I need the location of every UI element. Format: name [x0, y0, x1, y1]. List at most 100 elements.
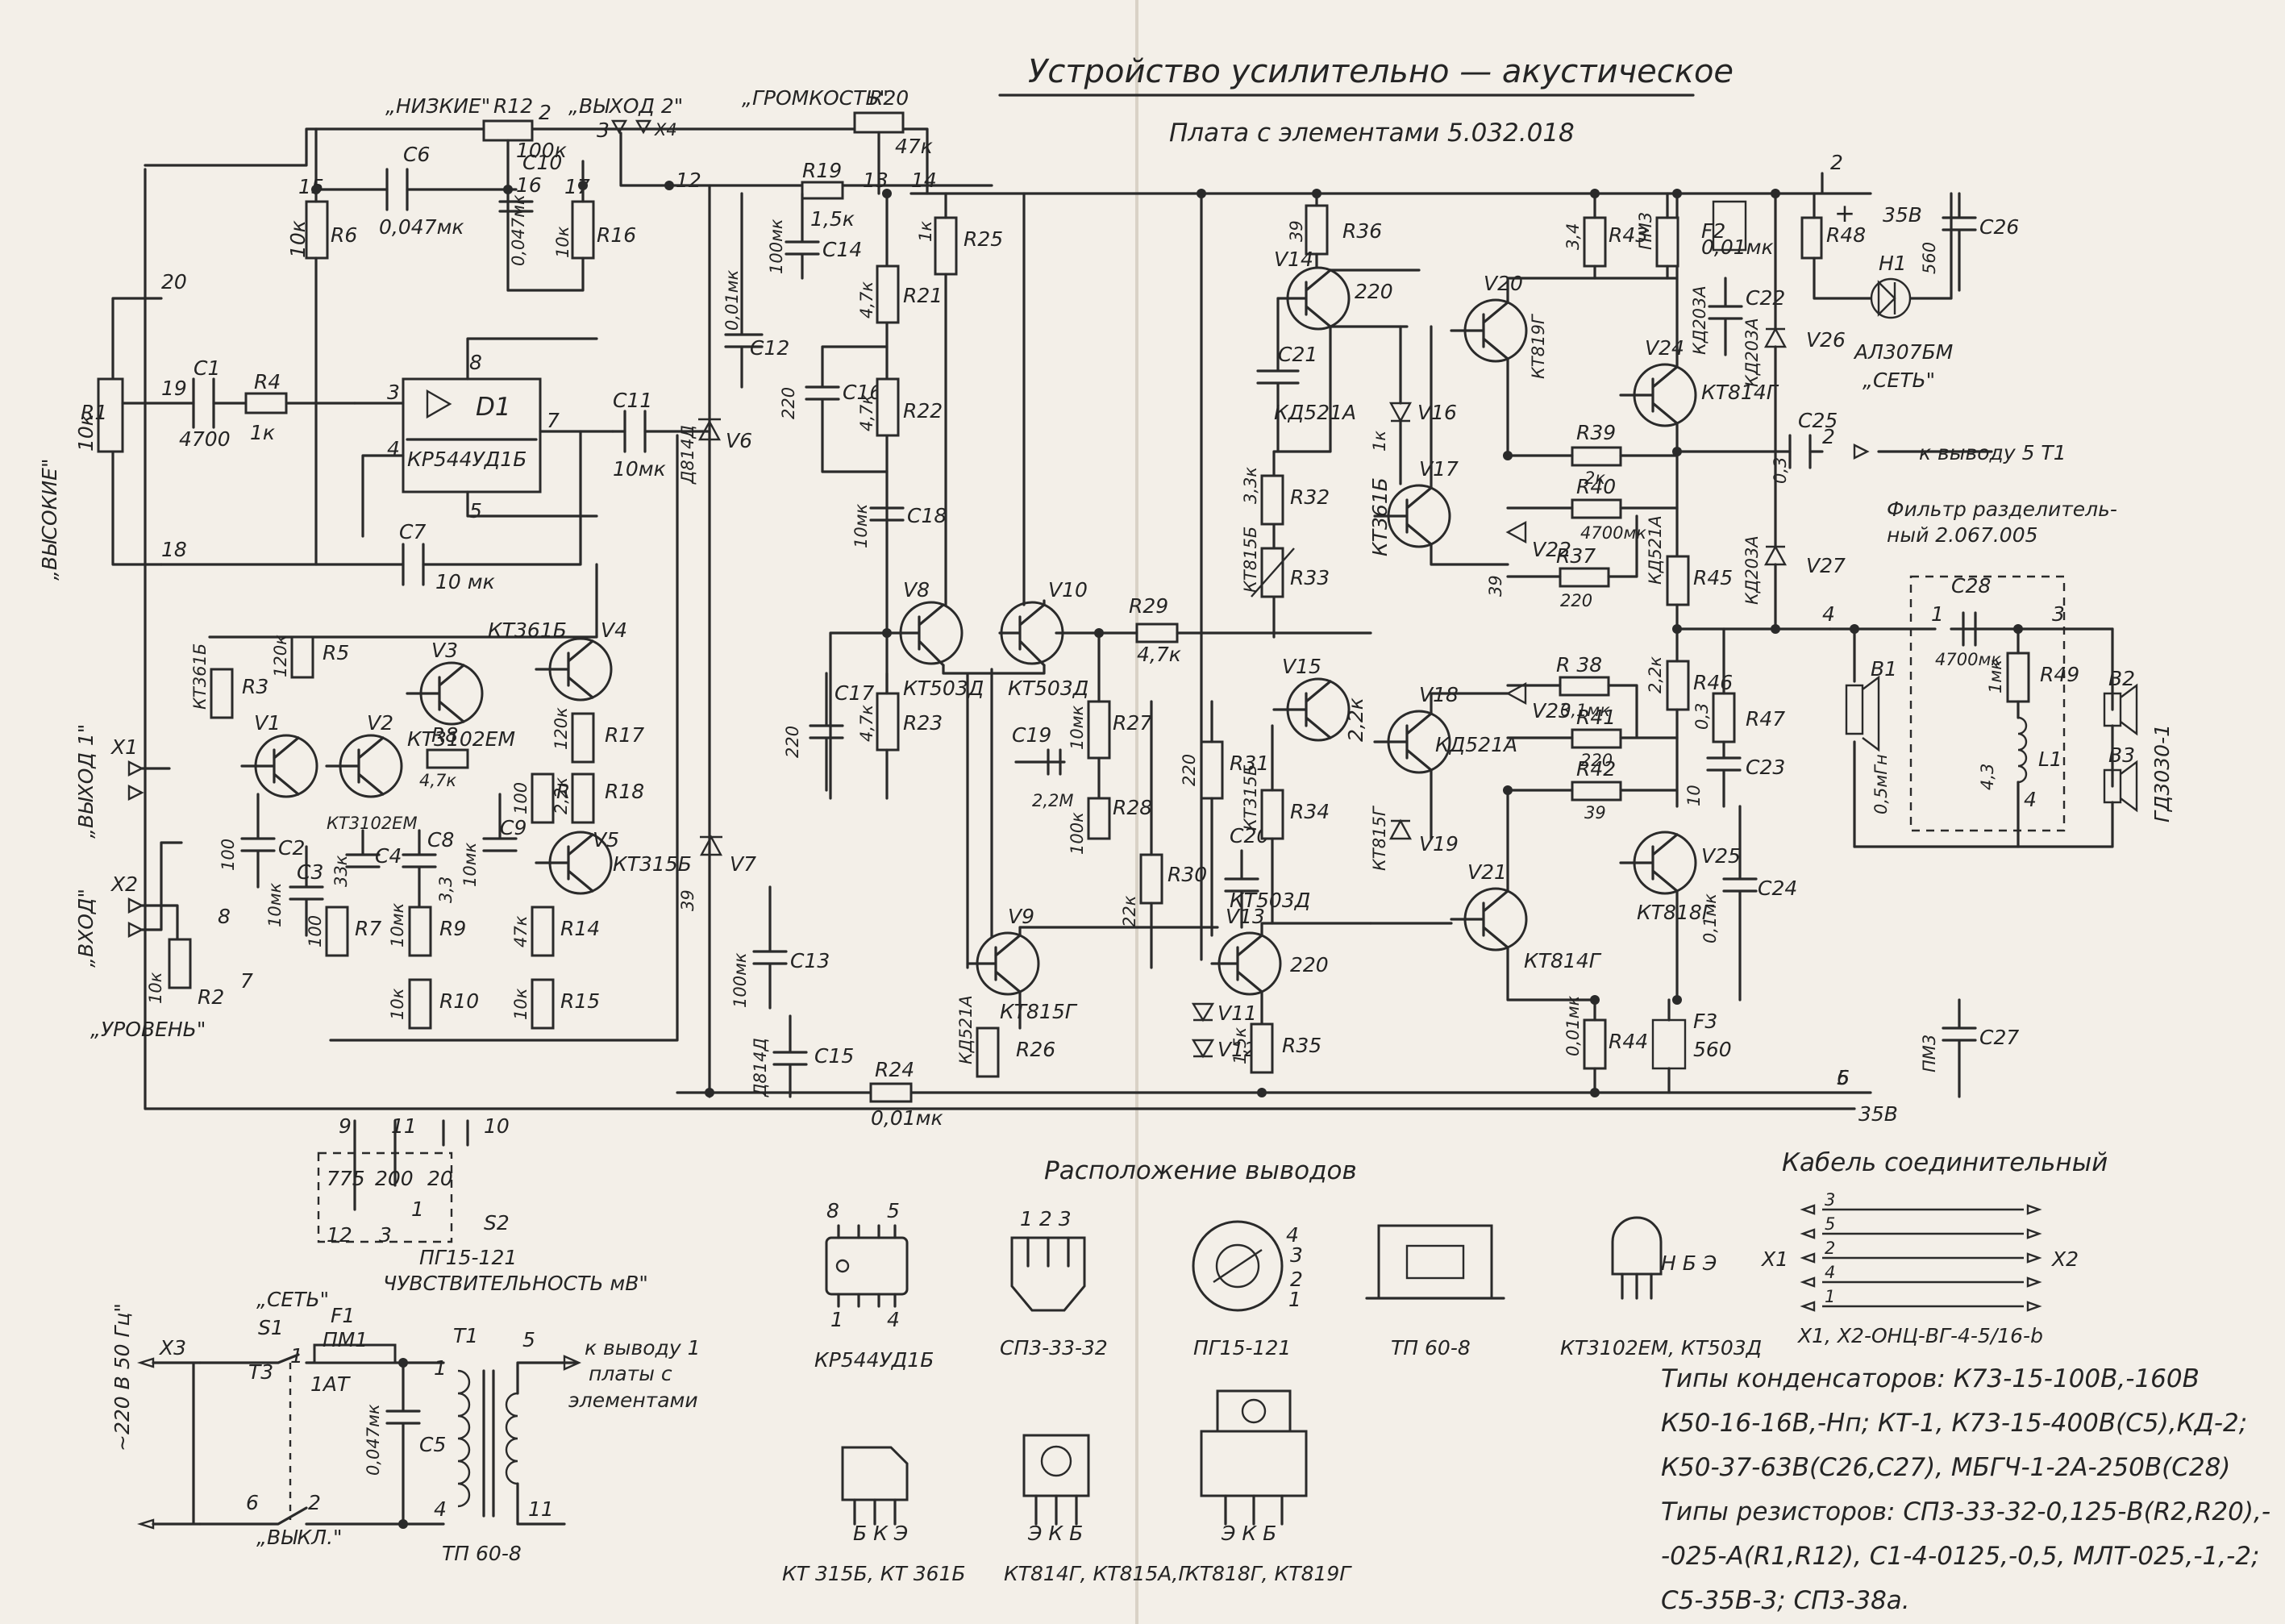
r32-resistor — [1260, 474, 1284, 526]
svg-text:H1: H1 — [1879, 252, 1907, 275]
svg-text:КТ815Б: КТ815Б — [1241, 527, 1260, 593]
r14-resistor — [531, 906, 555, 957]
svg-text:D1: D1 — [476, 393, 511, 422]
svg-text:6: 6 — [1837, 1066, 1850, 1089]
svg-text:C6: C6 — [403, 143, 430, 166]
svg-text:10мк: 10мк — [265, 882, 285, 927]
svg-text:V9: V9 — [1008, 905, 1034, 928]
svg-text:С5: С5 — [419, 1433, 446, 1456]
v17-v18: V17 КТ361Б V18 КД521А V19 КТ815Г — [1368, 325, 1517, 871]
svg-text:АЛ307БМ: АЛ307БМ — [1853, 340, 1953, 364]
svg-text:Э К Б: Э К Б — [1221, 1522, 1276, 1545]
svg-text:F2: F2 — [1701, 219, 1725, 243]
svg-text:V26: V26 — [1806, 328, 1846, 352]
svg-text:КТ814Г: КТ814Г — [1701, 381, 1779, 404]
svg-text:C3: C3 — [297, 860, 323, 884]
v10-transistor: V10 КТ503Д — [998, 578, 1088, 700]
svg-text:КТ818Г: КТ818Г — [1637, 901, 1715, 924]
svg-text:V23: V23 — [1532, 699, 1571, 722]
svg-text:1: 1 — [1931, 602, 1944, 626]
svg-text:C13: C13 — [790, 949, 830, 972]
pinout-kt3102: Н Б Э КТ3102ЕМ, КТ503Д — [1560, 1216, 1762, 1360]
svg-text:13: 13 — [863, 169, 889, 192]
svg-text:ПГ15-121: ПГ15-121 — [419, 1246, 517, 1269]
svg-text:4: 4 — [434, 1497, 447, 1521]
r16-resistor — [571, 200, 595, 260]
svg-text:1мк: 1мк — [1986, 660, 2005, 693]
r25-resistor — [934, 216, 958, 276]
svg-text:X3: X3 — [158, 1336, 186, 1360]
svg-text:КТ361Б: КТ361Б — [1368, 477, 1392, 556]
svg-text:L1: L1 — [2038, 747, 2062, 771]
svg-text:R36: R36 — [1342, 219, 1382, 243]
svg-text:7: 7 — [240, 969, 253, 993]
v9-transistor: V9 КТ815Г R26 КД521А — [956, 905, 1219, 1078]
svg-text:C9: C9 — [500, 816, 527, 839]
svg-text:КТ361Б: КТ361Б — [488, 618, 567, 642]
svg-text:КД203А: КД203А — [1742, 318, 1762, 387]
svg-text:R24: R24 — [875, 1058, 914, 1081]
svg-text:к выводу 1: к выводу 1 — [585, 1336, 700, 1360]
svg-text:3: 3 — [1825, 1190, 1835, 1210]
svg-text:R 38: R 38 — [1556, 653, 1602, 677]
r7-resistor — [325, 906, 349, 957]
svg-text:0,047мк: 0,047мк — [364, 1404, 383, 1476]
r43-resistor — [1583, 216, 1607, 268]
svg-text:C23: C23 — [1746, 756, 1785, 779]
svg-text:R48: R48 — [1826, 223, 1866, 247]
svg-text:R34: R34 — [1290, 800, 1330, 823]
svg-text:R42: R42 — [1576, 757, 1616, 781]
svg-text:20: 20 — [427, 1167, 453, 1190]
svg-text:10: 10 — [484, 1114, 510, 1138]
input-preamp: R3 КТ361Б R5 120к V1 V2 КТ3102ЕМ V3 КТ31… — [190, 434, 692, 1042]
svg-text:КТ503Д: КТ503Д — [1230, 889, 1310, 912]
svg-text:C17: C17 — [835, 681, 874, 705]
svg-text:КД521А: КД521А — [956, 995, 976, 1064]
svg-text:R44: R44 — [1609, 1030, 1648, 1053]
svg-text:КТ814Г: КТ814Г — [1524, 949, 1602, 972]
bias-network: R29 4,7к R27 10мк C19 2,2М R28 100к R30 … — [1012, 594, 1372, 969]
svg-text:3: 3 — [387, 381, 400, 404]
svg-text:Д814Д: Д814Д — [678, 425, 697, 485]
c11-v6: C11 10мк V6 Д814Д C12 0,01мк — [611, 184, 789, 1098]
svg-text:220: 220 — [783, 726, 802, 758]
svg-text:16: 16 — [516, 173, 542, 197]
svg-text:„СЕТЬ": „СЕТЬ" — [256, 1288, 329, 1311]
svg-text:1АТ: 1АТ — [310, 1372, 351, 1396]
svg-text:C11: C11 — [613, 389, 652, 412]
svg-text:0,3: 0,3 — [1692, 703, 1712, 730]
svg-text:2,2к: 2,2к — [1344, 697, 1367, 742]
svg-text:7: 7 — [547, 409, 560, 432]
svg-text:R46: R46 — [1693, 671, 1733, 694]
svg-text:ПМ3: ПМ3 — [1636, 212, 1655, 250]
svg-text:1к: 1к — [250, 421, 275, 444]
subtitle: Плата с элементами 5.032.018 — [1169, 119, 1575, 148]
svg-text:V1: V1 — [254, 711, 281, 735]
svg-text:1: 1 — [411, 1197, 424, 1221]
component-type-notes: Типы конденсаторов: К73-15-100В,-160В К5… — [1661, 1364, 2270, 1615]
d1-opamp: D1 КР544УД1Б 3 4 7 8 5 — [353, 337, 614, 538]
svg-text:КТ818Г, КТ819Г: КТ818Г, КТ819Г — [1185, 1562, 1352, 1585]
svg-text:ПМ3: ПМ3 — [1920, 1035, 1939, 1072]
svg-text:R6: R6 — [331, 223, 357, 247]
r18b-resistor — [571, 772, 595, 824]
c7-feedback: C7 10 мк — [160, 430, 582, 593]
svg-text:0,3: 0,3 — [1771, 457, 1790, 484]
c6-capacitor — [385, 168, 409, 211]
svg-text:4,3: 4,3 — [1978, 764, 1997, 790]
svg-text:100мк: 100мк — [767, 219, 786, 274]
title: Устройство усилительно — акустическое — [1028, 53, 1734, 90]
svg-text:КТ503Д: КТ503Д — [1008, 677, 1088, 700]
svg-text:8: 8 — [218, 905, 231, 928]
svg-text:ПГ15-121: ПГ15-121 — [1193, 1336, 1291, 1360]
svg-text:18: 18 — [161, 538, 187, 561]
svg-text:„ВЫХОД 2": „ВЫХОД 2" — [568, 94, 683, 118]
r29-resistor — [1135, 623, 1179, 643]
svg-text:4: 4 — [387, 437, 400, 460]
svg-text:12: 12 — [327, 1223, 352, 1247]
svg-text:F3: F3 — [1693, 1010, 1717, 1033]
svg-text:C19: C19 — [1012, 723, 1051, 747]
svg-text:5: 5 — [522, 1328, 535, 1351]
svg-text:R10: R10 — [439, 989, 479, 1013]
svg-text:2к: 2к — [1584, 468, 1605, 488]
